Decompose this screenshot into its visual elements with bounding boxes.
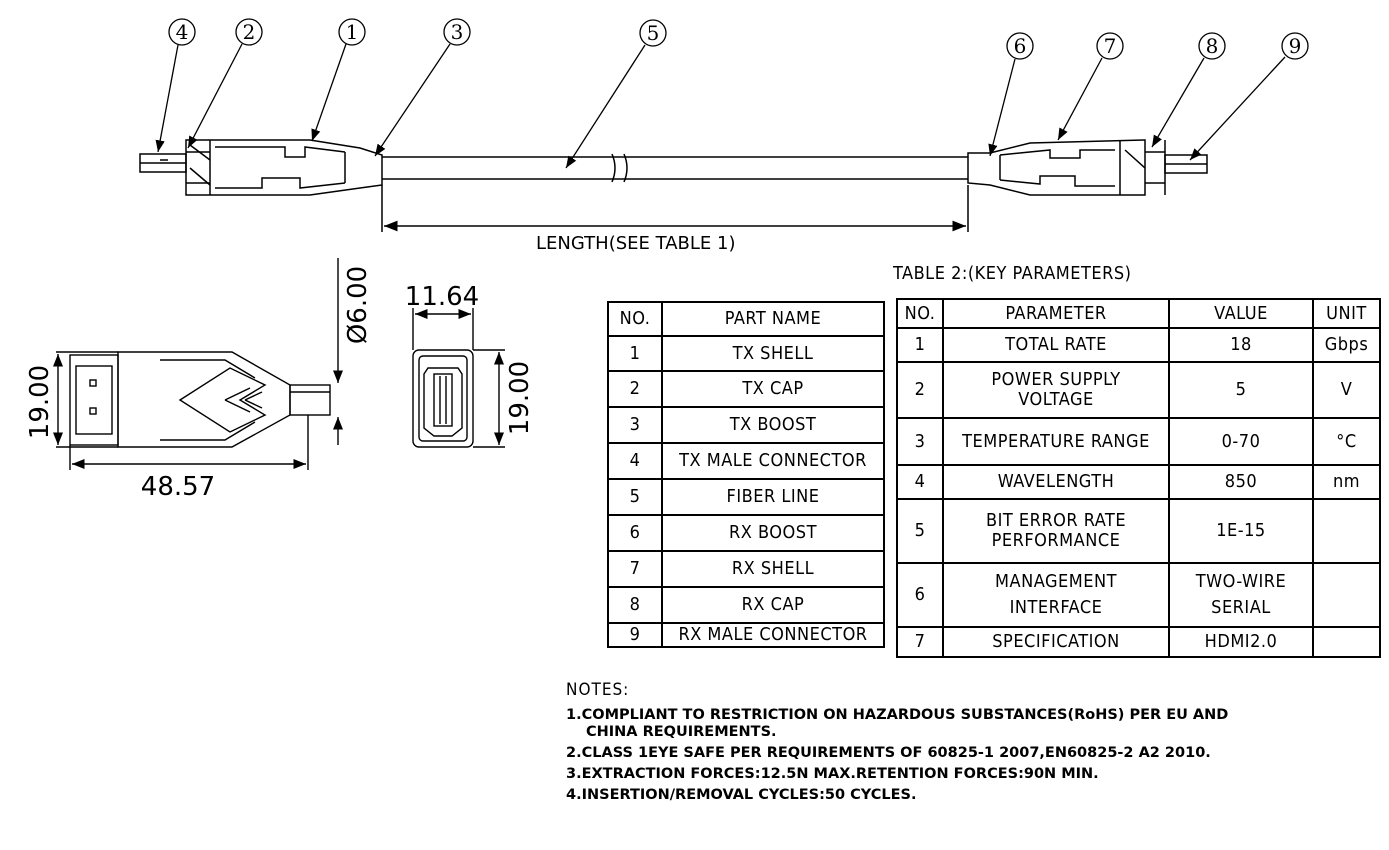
svg-text:8: 8 [1206, 34, 1219, 58]
parts-table-header: NO. PART NAME [607, 301, 885, 337]
socket-width-dim: 11.64 [405, 282, 479, 312]
balloon-9: 9 [1189, 32, 1309, 161]
note-item: 1.COMPLIANT TO RESTRICTION ON HAZARDOUS … [566, 707, 1229, 723]
notes-block: NOTES: 1.COMPLIANT TO RESTRICTION ON HAZ… [566, 680, 1228, 806]
balloon-6: 6 [988, 32, 1034, 157]
socket-height-dim: 19.00 [505, 361, 535, 435]
plug-top-view [52, 258, 344, 470]
socket-front-view [412, 308, 505, 448]
parts-no-header: NO. [607, 301, 663, 337]
balloon-4: 4 [155, 18, 196, 153]
key-parameters-title: TABLE 2:(KEY PARAMETERS) [893, 263, 1132, 284]
svg-text:2: 2 [243, 20, 256, 44]
balloon-2: 2 [187, 18, 263, 149]
note-item-continued: CHINA REQUIREMENTS. [586, 724, 777, 740]
key-parameters-table: NO. PARAMETER VALUE UNIT 1 TOTAL RATE 18… [896, 298, 1381, 658]
plug-height-dim: 19.00 [25, 365, 55, 439]
cable-side-view [139, 139, 1208, 232]
note-item: 2.CLASS 1EYE SAFE PER REQUIREMENTS OF 60… [566, 745, 1211, 761]
svg-text:7: 7 [1104, 34, 1117, 58]
length-label: LENGTH(SEE TABLE 1) [536, 233, 735, 254]
balloon-3: 3 [374, 18, 471, 157]
svg-text:6: 6 [1014, 34, 1027, 58]
note-item: 4.INSERTION/REMOVAL CYCLES:50 CYCLES. [566, 787, 917, 803]
balloon-7: 7 [1057, 32, 1124, 141]
notes-heading: NOTES: [566, 680, 630, 700]
cable-diameter-dim: Ø6.00 [343, 266, 373, 344]
plug-length-dim: 48.57 [141, 472, 215, 502]
svg-text:4: 4 [176, 20, 189, 44]
table-row: 1 TOTAL RATE 18 Gbps [896, 327, 1381, 363]
params-table-header: NO. PARAMETER VALUE UNIT [896, 298, 1381, 329]
svg-text:3: 3 [451, 20, 464, 44]
callout-balloons: 4 2 1 3 5 6 7 8 [155, 18, 1309, 169]
tx-connector-assembly [139, 139, 383, 196]
svg-text:1: 1 [346, 20, 359, 44]
parts-name-header: PART NAME [661, 301, 885, 337]
table-row: 7 SPECIFICATION HDMI2.0 [896, 626, 1381, 658]
table-row: 3 TEMPERATURE RANGE 0-70 °C [896, 417, 1381, 466]
note-item: 3.EXTRACTION FORCES:12.5N MAX.RETENTION … [566, 766, 1099, 782]
rx-connector-assembly [967, 139, 1208, 196]
length-dimension [381, 185, 969, 232]
balloon-8: 8 [1151, 32, 1226, 148]
balloon-1: 1 [311, 18, 366, 142]
svg-text:5: 5 [647, 21, 660, 45]
fiber-line [382, 153, 968, 183]
table-row: 4 WAVELENGTH 850 nm [896, 464, 1381, 500]
svg-text:9: 9 [1289, 34, 1302, 58]
balloon-5: 5 [565, 19, 667, 169]
